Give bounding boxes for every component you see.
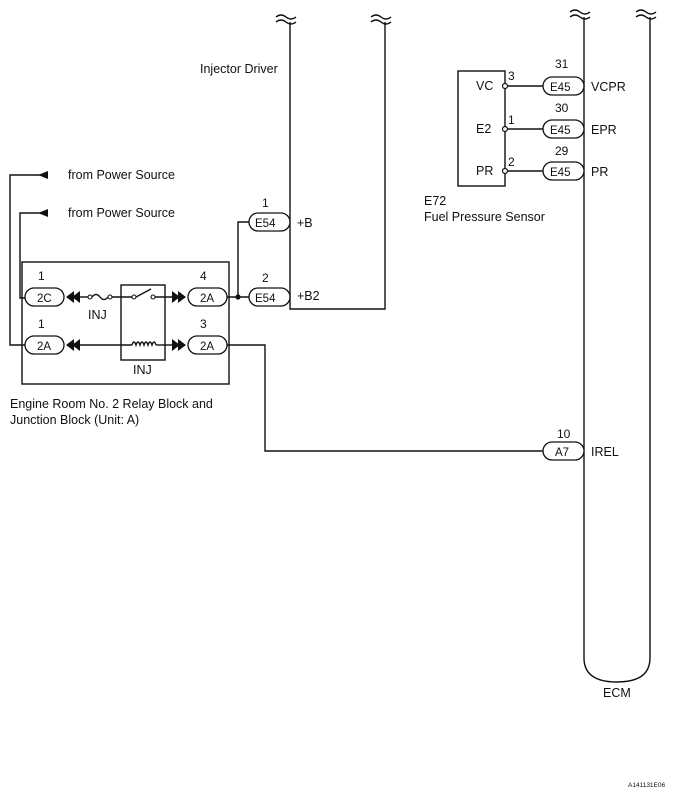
ecm-break-mark-1 xyxy=(569,9,591,20)
connector-id: E45 xyxy=(550,167,570,179)
ecm-signal-name: VCPR xyxy=(591,80,626,94)
connector-box xyxy=(542,161,585,181)
driver-signal-name: +B xyxy=(297,216,313,230)
sensor-pin-e2-name: E2 xyxy=(476,122,491,136)
ecm-outline xyxy=(583,17,651,683)
ecm-connector-epr: 30 E45 EPR xyxy=(542,101,617,139)
ecm-signal-name: EPR xyxy=(591,123,617,137)
connector-id: E54 xyxy=(255,293,276,305)
ecm-connector-irel: 10 A7 IREL xyxy=(542,427,619,461)
relay-contact-terminal xyxy=(131,294,137,300)
relay-pin-number: 1 xyxy=(38,317,45,331)
terminal-2c-box xyxy=(24,287,65,307)
driver-connector-plus-b: 1 E54 +B xyxy=(248,196,313,232)
connector-id: E45 xyxy=(550,125,570,137)
terminal-chevron-left-bottom xyxy=(66,339,80,351)
ecm-pin-number: 10 xyxy=(557,427,571,441)
power-source-label-2: from Power Source xyxy=(68,206,175,220)
connector-box xyxy=(542,119,585,139)
sensor-pin-pr-number: 2 xyxy=(508,155,515,169)
terminal-chevron-right-top xyxy=(172,291,186,303)
fuse-symbol xyxy=(91,293,109,301)
driver-pin-number: 1 xyxy=(262,196,269,210)
fuse-label: INJ xyxy=(88,308,107,322)
ecm-pin-number: 30 xyxy=(555,101,569,115)
ecm-body: ECM xyxy=(569,9,657,700)
sensor-terminal-pr xyxy=(501,167,509,175)
ecm-pin-number: 31 xyxy=(555,57,569,71)
injector-driver-wiring: Injector Driver xyxy=(200,14,392,310)
relay-contact-terminal xyxy=(150,294,156,300)
sensor-terminal-e2 xyxy=(501,125,509,133)
relay-block-name-line1: Engine Room No. 2 Relay Block and xyxy=(10,397,213,411)
ecm-label: ECM xyxy=(603,686,631,700)
terminal-2a-1-id: 2A xyxy=(37,341,51,353)
relay-pin-number: 1 xyxy=(38,269,45,283)
wire-irel xyxy=(227,344,543,452)
injector-driver-label: Injector Driver xyxy=(200,62,278,76)
power-source-label-1: from Power Source xyxy=(68,168,175,182)
power-wire-2 xyxy=(19,212,48,299)
fuel-pressure-sensor: VC E2 PR 3 1 2 E72 Fuel Pressure Sensor xyxy=(424,69,545,224)
wire-junction-dot xyxy=(235,294,241,300)
break-mark-2 xyxy=(370,14,392,25)
power-wire-1 xyxy=(9,174,48,346)
ecm-break-mark-2 xyxy=(635,9,657,20)
power-arrow-1 xyxy=(38,171,48,179)
relay-switch-blade xyxy=(135,288,152,298)
relay-pin-number: 4 xyxy=(200,269,207,283)
connector-id: E45 xyxy=(550,82,570,94)
terminal-2c-id: 2C xyxy=(37,293,52,305)
connector-id: A7 xyxy=(555,447,569,459)
terminal-2a-4-id: 2A xyxy=(200,293,214,305)
driver-signal-name: +B2 xyxy=(297,289,320,303)
relay-block: 1 4 1 3 2C 2A 2A 2A INJ INJ xyxy=(10,261,230,427)
relay-box xyxy=(120,284,166,361)
terminal-2a-1-box xyxy=(24,335,65,355)
image-code: A141131E06 xyxy=(628,782,665,789)
fuse-terminal xyxy=(87,294,93,300)
relay-label: INJ xyxy=(133,363,152,377)
break-mark-1 xyxy=(275,14,297,25)
terminal-chevron-left-top xyxy=(66,291,80,303)
fuse-terminal xyxy=(107,294,113,300)
ecm-connector-vcpr: 31 E45 VCPR xyxy=(542,57,626,96)
sensor-pin-vc-name: VC xyxy=(476,79,493,93)
sensor-terminal-vc xyxy=(501,82,509,90)
inter-block-wiring xyxy=(227,221,543,452)
driver-pin-number: 2 xyxy=(262,271,269,285)
connector-id: E54 xyxy=(255,218,276,230)
injector-driver-wire-loop xyxy=(289,22,386,310)
ecm-pin-number: 29 xyxy=(555,144,569,158)
sensor-ecm-wires xyxy=(501,82,543,175)
sensor-pin-e2-number: 1 xyxy=(508,113,515,127)
sensor-pin-pr-name: PR xyxy=(476,164,493,178)
relay-coil-symbol xyxy=(131,341,157,348)
sensor-id-label: E72 xyxy=(424,194,446,208)
relay-pin-number: 3 xyxy=(200,317,207,331)
terminal-2a-3-id: 2A xyxy=(200,341,214,353)
relay-block-name-line2: Junction Block (Unit: A) xyxy=(10,413,139,427)
driver-connector-plus-b2: 2 E54 +B2 xyxy=(248,271,320,307)
sensor-name-label: Fuel Pressure Sensor xyxy=(424,210,545,224)
wire-junction-to-e54-1 xyxy=(237,221,249,297)
sensor-pin-vc-number: 3 xyxy=(508,69,515,83)
ecm-connector-pr: 29 E45 PR xyxy=(542,144,608,181)
ecm-signal-name: IREL xyxy=(591,445,619,459)
connector-box xyxy=(542,76,585,96)
ecm-signal-name: PR xyxy=(591,165,608,179)
terminal-chevron-right-bottom xyxy=(172,339,186,351)
relay-block-box xyxy=(21,261,230,385)
power-arrow-2 xyxy=(38,209,48,217)
